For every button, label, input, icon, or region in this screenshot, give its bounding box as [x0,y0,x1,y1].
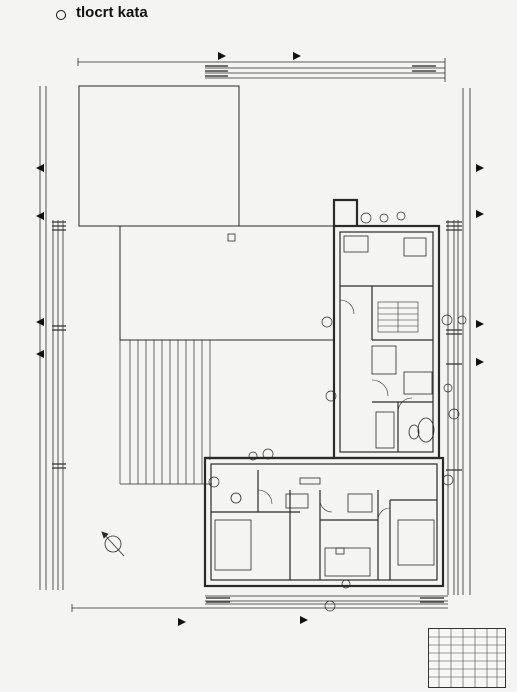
title-block-grid [429,629,505,687]
left-dimension-lines [39,86,64,590]
skylight [227,233,236,242]
bottom-dimension-lines [71,595,448,612]
fixtures [214,235,435,577]
room-tags [208,211,467,612]
section-marker-top-left [218,52,226,60]
title-block [428,628,506,688]
circle-bullet-icon [56,10,66,20]
building-walls [203,198,445,588]
interior-stairs [377,301,419,333]
terrace-stairs [119,340,212,485]
door-swings [257,299,413,521]
section-marker-top-right [293,52,301,60]
page-header: tlocrt kata [0,0,517,40]
roof-outline-upper [78,85,240,227]
section-marker-bottom [178,616,308,626]
building-walls-inner [210,231,438,581]
north-arrow-icon [101,531,125,557]
section-marker-right [476,164,484,366]
page-title: tlocrt kata [76,4,148,21]
roof-outline-lower [119,225,335,341]
top-dimension-lines [77,58,446,82]
dimension-ticks [52,65,462,603]
right-dimension-lines [447,88,471,595]
section-marker-left [36,164,44,358]
